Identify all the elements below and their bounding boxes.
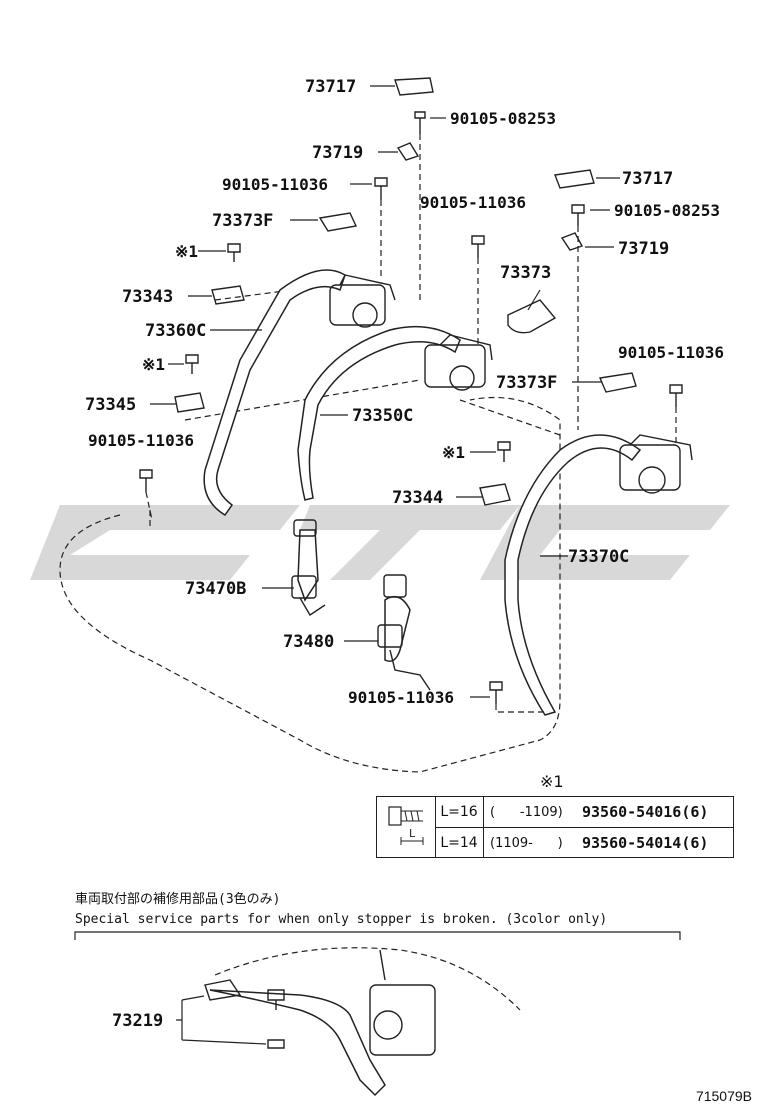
bolt-icons <box>139 111 683 704</box>
buckle-strap-73480 <box>384 595 411 662</box>
callout-73350c: 73350C <box>352 406 413 426</box>
note-japanese: 車両取付部の補修用部品(3色のみ) <box>75 892 281 907</box>
callout-73219: 73219 <box>112 1011 163 1031</box>
buckle-strap-73470b <box>297 529 319 602</box>
callout-90105-11036-a: 90105-11036 <box>222 175 328 194</box>
leader-lines <box>150 85 620 698</box>
callout-90105-11036-b: 90105-11036 <box>88 431 194 450</box>
guide-73344 <box>479 483 511 506</box>
buckle-73480 <box>377 574 431 691</box>
stopper-detail <box>176 947 521 1097</box>
length-cell: L=16 <box>435 797 484 827</box>
cover-73373f-right <box>599 372 637 393</box>
callout-note1-a: ※1 <box>175 242 198 261</box>
retractor-center <box>424 334 493 391</box>
watermark-logo <box>30 505 730 580</box>
part-number-cell: 93560-54016(6) <box>582 803 709 821</box>
seat-outline <box>59 396 561 773</box>
guide-73343 <box>211 285 245 305</box>
cover-73373 <box>507 299 557 334</box>
callout-73373f-top: 73373F <box>212 211 273 231</box>
cover-73717-right <box>554 169 595 189</box>
belt-73370c <box>504 434 642 716</box>
callout-73717-top: 73717 <box>305 77 356 97</box>
service-notes: 車両取付部の補修用部品(3色のみ) Special service parts … <box>75 890 607 930</box>
callout-note1-c: ※1 <box>442 443 465 462</box>
callout-73344: 73344 <box>392 488 443 508</box>
callout-73717-right: 73717 <box>622 169 673 189</box>
screw-reference-table: L L=16 ( -1109) 93560-54016(6) L=14 (110… <box>376 796 734 858</box>
reference-mark: ※1 <box>540 772 564 791</box>
retractor-right <box>619 434 693 494</box>
guide-73345 <box>174 392 205 413</box>
callout-73343: 73343 <box>122 287 173 307</box>
length-cell: L=14 <box>435 828 484 858</box>
clip-73719-top <box>396 142 420 161</box>
reference-row: L=14 (1109- ) 93560-54014(6) <box>435 828 733 858</box>
reference-row: L=16 ( -1109) 93560-54016(6) <box>435 797 733 828</box>
part-number-cell: 93560-54014(6) <box>582 834 709 852</box>
callout-73480: 73480 <box>283 632 334 652</box>
callout-73719-top: 73719 <box>312 143 363 163</box>
callout-73373f-right: 73373F <box>496 373 557 393</box>
belt-73350c <box>297 325 461 501</box>
retractor-left <box>329 274 396 328</box>
callout-90105-08253-top: 90105-08253 <box>450 109 556 128</box>
callout-73370c: 73370C <box>568 547 629 567</box>
callout-73373: 73373 <box>500 263 551 283</box>
callout-73470b: 73470B <box>185 579 246 599</box>
callout-73345: 73345 <box>85 395 136 415</box>
note-english: Special service parts for when only stop… <box>75 912 608 927</box>
buckle-73470b <box>291 519 326 616</box>
callout-90105-11036-c: 90105-11036 <box>420 193 526 212</box>
seat-back-outline <box>149 284 561 530</box>
range-cell: (1109- ) <box>490 835 563 851</box>
section-bracket <box>74 931 681 940</box>
dimension-label: L <box>409 827 416 840</box>
screw-clip-icon: L <box>377 797 436 857</box>
callout-90105-11036-e: 90105-11036 <box>348 688 454 707</box>
range-cell: ( -1109) <box>490 804 563 820</box>
cover-73717-top <box>394 77 434 96</box>
callout-90105-11036-d: 90105-11036 <box>618 343 724 362</box>
callout-73719-right: 73719 <box>618 239 669 259</box>
callout-note1-b: ※1 <box>142 355 165 374</box>
belt-73360c <box>203 269 346 517</box>
diagram-id: 715079B <box>695 1088 752 1104</box>
install-guide-lines <box>145 134 677 713</box>
cover-73373f-top <box>318 212 358 232</box>
callout-90105-08253-right: 90105-08253 <box>614 201 720 220</box>
callout-73360c: 73360C <box>145 321 206 341</box>
clip-73719-right <box>560 232 584 251</box>
